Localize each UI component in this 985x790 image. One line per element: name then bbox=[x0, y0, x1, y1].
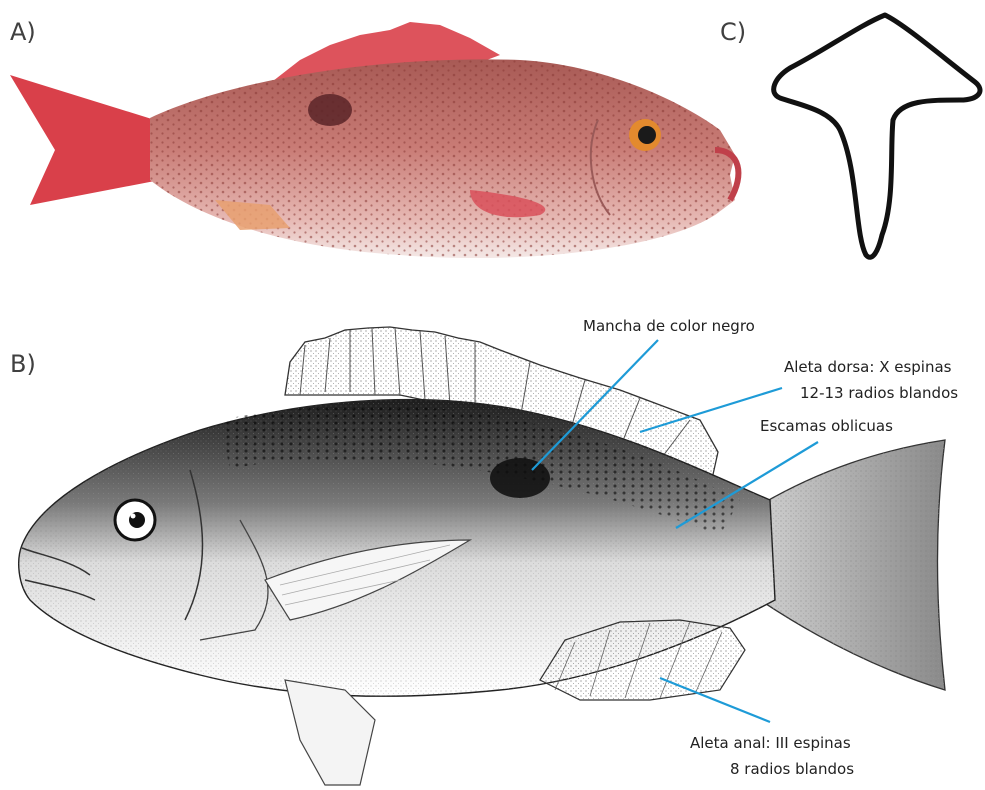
photo-dark-spot bbox=[308, 94, 352, 126]
label-dorsal-2: 12-13 radios blandos bbox=[800, 384, 958, 402]
panel-label-a: A) bbox=[10, 18, 36, 46]
label-spot: Mancha de color negro bbox=[583, 317, 755, 335]
label-dorsal-1: Aleta dorsa: X espinas bbox=[784, 358, 952, 376]
drawing-black-spot bbox=[490, 458, 550, 498]
label-scales: Escamas oblicuas bbox=[760, 417, 893, 435]
label-anal-2: 8 radios blandos bbox=[730, 760, 854, 778]
tooth-patch-outline bbox=[774, 15, 980, 257]
panel-label-c: C) bbox=[720, 18, 746, 46]
label-anal-1: Aleta anal: III espinas bbox=[690, 734, 851, 752]
photo-fish bbox=[10, 22, 738, 258]
panel-label-b: B) bbox=[10, 350, 36, 378]
